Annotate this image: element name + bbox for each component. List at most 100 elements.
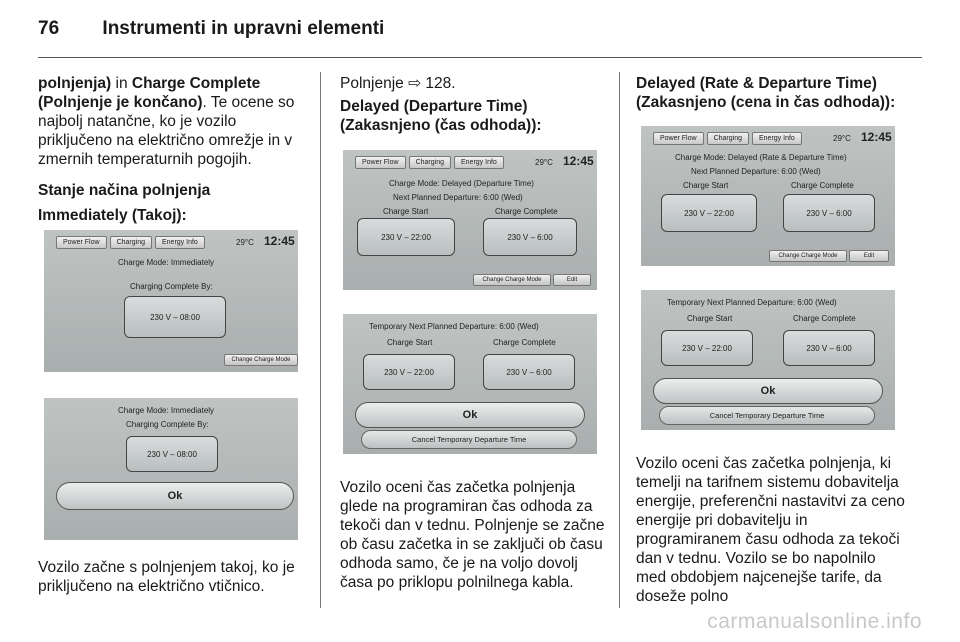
column-separator-1 xyxy=(320,72,321,608)
charge-start-label: Charge Start xyxy=(383,207,429,216)
column-3-body: Vozilo oceni čas začetka polnjenja, ki t… xyxy=(636,454,906,606)
charge-complete-box[interactable]: 230 V – 6:00 xyxy=(483,218,577,256)
heading-delayed-departure: Delayed (Departure Time) (Zakasnjeno (ča… xyxy=(340,98,542,134)
temperature: 29°C xyxy=(535,158,553,167)
screen-immediately-popup: Charge Mode: Immediately Charging Comple… xyxy=(44,398,298,540)
column-1-body: Vozilo začne s polnjenjem takoj, ko je p… xyxy=(38,558,308,596)
screen-tabs: Power Flow Charging Energy Info xyxy=(56,236,205,249)
charge-mode-text: Charge Mode: Delayed (Departure Time) xyxy=(389,179,534,188)
next-departure-text: Next Planned Departure: 6:00 (Wed) xyxy=(691,167,821,176)
edit-button[interactable]: Edit xyxy=(553,274,591,286)
page-title: Instrumenti in upravni elementi xyxy=(102,18,385,39)
temporary-departure-text: Temporary Next Planned Departure: 6:00 (… xyxy=(369,322,539,331)
cancel-label: Cancel Temporary Departure Time xyxy=(709,411,825,420)
charge-complete-box[interactable]: 230 V – 6:00 xyxy=(483,354,575,390)
complete-by-label: Charging Complete By: xyxy=(130,282,213,291)
next-departure-text: Next Planned Departure: 6:00 (Wed) xyxy=(393,193,523,202)
screen-tabs: Power Flow Charging Energy Info xyxy=(653,132,802,145)
clock: 12:45 xyxy=(861,130,892,144)
temperature: 29°C xyxy=(833,134,851,143)
charge-start-value: 230 V – 22:00 xyxy=(384,367,434,377)
charge-complete-label: Charge Complete xyxy=(495,207,558,216)
screen-delayed-departure: Power Flow Charging Energy Info 29°C 12:… xyxy=(343,150,597,290)
ok-label: Ok xyxy=(760,385,776,397)
change-charge-mode-button[interactable]: Change Charge Mode xyxy=(473,274,551,286)
charge-complete-label: Charge Complete xyxy=(791,181,854,190)
ok-label: Ok xyxy=(167,490,183,502)
change-charge-mode-button[interactable]: Change Charge Mode xyxy=(769,250,847,262)
charge-start-value: 230 V – 22:00 xyxy=(682,343,732,353)
screen-tabs: Power Flow Charging Energy Info xyxy=(355,156,504,169)
complete-time-box[interactable]: 230 V – 08:00 xyxy=(126,436,218,472)
tab-charging[interactable]: Charging xyxy=(109,236,152,249)
tab-energy-info[interactable]: Energy Info xyxy=(155,236,205,249)
complete-by-label: Charging Complete By: xyxy=(126,420,209,429)
charge-start-label: Charge Start xyxy=(687,314,733,323)
heading-delayed-rate-departure: Delayed (Rate & Departure Time) (Zakasnj… xyxy=(636,75,896,111)
charge-complete-label: Charge Complete xyxy=(493,338,556,347)
screen-temporary-departure: Temporary Next Planned Departure: 6:00 (… xyxy=(343,314,597,454)
charge-complete-value: 230 V – 6:00 xyxy=(806,208,852,218)
complete-time-value: 230 V – 08:00 xyxy=(147,449,197,459)
cancel-temporary-departure-button[interactable]: Cancel Temporary Departure Time xyxy=(659,406,875,425)
tab-power-flow[interactable]: Power Flow xyxy=(653,132,704,145)
temperature: 29°C xyxy=(236,238,254,247)
clock: 12:45 xyxy=(563,154,594,168)
cancel-label: Cancel Temporary Departure Time xyxy=(411,435,527,444)
tab-charging[interactable]: Charging xyxy=(408,156,451,169)
complete-time-box[interactable]: 230 V – 08:00 xyxy=(124,296,226,338)
charge-complete-value: 230 V – 6:00 xyxy=(806,343,852,353)
charge-start-box[interactable]: 230 V – 22:00 xyxy=(357,218,455,256)
charge-start-box[interactable]: 230 V – 22:00 xyxy=(363,354,455,390)
heading-immediately: Immediately (Takoj): xyxy=(38,207,187,224)
charge-mode-text: Charge Mode: Immediately xyxy=(118,258,215,267)
tab-energy-info[interactable]: Energy Info xyxy=(752,132,802,145)
clock: 12:45 xyxy=(264,234,295,248)
charge-complete-box[interactable]: 230 V – 6:00 xyxy=(783,194,875,232)
intro-bold-1: polnjenja) xyxy=(38,75,112,92)
change-charge-mode-button[interactable]: Change Charge Mode xyxy=(224,354,298,366)
reference-text: Polnjenje ⇨ 128. xyxy=(340,75,456,92)
charge-start-value: 230 V – 22:00 xyxy=(684,208,734,218)
column-2-body: Vozilo oceni čas začetka polnjenja glede… xyxy=(340,478,608,592)
complete-time-value: 230 V – 08:00 xyxy=(150,312,200,322)
ok-button[interactable]: Ok xyxy=(653,378,883,404)
page-number: 76 xyxy=(38,18,60,39)
ok-button[interactable]: Ok xyxy=(355,402,585,428)
temporary-departure-text: Temporary Next Planned Departure: 6:00 (… xyxy=(667,298,837,307)
charge-start-box[interactable]: 230 V – 22:00 xyxy=(661,330,753,366)
intro-in: in xyxy=(111,75,132,92)
page-header: 76 Instrumenti in upravni elementi xyxy=(38,18,384,40)
cancel-temporary-departure-button[interactable]: Cancel Temporary Departure Time xyxy=(361,430,577,449)
intro-paragraph: polnjenja) in Charge Complete (Polnjenje… xyxy=(38,74,304,169)
charge-start-box[interactable]: 230 V – 22:00 xyxy=(661,194,757,232)
heading-charge-mode: Stanje načina polnjenja xyxy=(38,182,211,199)
tab-energy-info[interactable]: Energy Info xyxy=(454,156,504,169)
column-3: Delayed (Rate & Departure Time) (Zakasnj… xyxy=(636,74,926,112)
column-1: polnjenja) in Charge Complete (Polnjenje… xyxy=(38,74,304,225)
charge-mode-text: Charge Mode: Delayed (Rate & Departure T… xyxy=(675,153,847,162)
screen-immediately: Power Flow Charging Energy Info 29°C 12:… xyxy=(44,230,298,372)
tab-power-flow[interactable]: Power Flow xyxy=(56,236,107,249)
ok-button[interactable]: Ok xyxy=(56,482,294,510)
charge-start-value: 230 V – 22:00 xyxy=(381,232,431,242)
header-rule xyxy=(38,57,922,58)
column-2: Polnjenje ⇨ 128. Delayed (Departure Time… xyxy=(340,74,604,135)
charge-complete-label: Charge Complete xyxy=(793,314,856,323)
tab-power-flow[interactable]: Power Flow xyxy=(355,156,406,169)
ok-label: Ok xyxy=(462,409,478,421)
screen-delayed-rate: Power Flow Charging Energy Info 29°C 12:… xyxy=(641,126,895,266)
charge-complete-value: 230 V – 6:00 xyxy=(506,367,552,377)
delayed-departure-body: Vozilo oceni čas začetka polnjenja glede… xyxy=(340,479,605,591)
watermark: carmanualsonline.info xyxy=(707,610,922,633)
charge-start-label: Charge Start xyxy=(683,181,729,190)
tab-charging[interactable]: Charging xyxy=(706,132,749,145)
intro-rest: . Te ocene so najbolj natančne, ko je vo… xyxy=(38,94,295,168)
delayed-rate-body: Vozilo oceni čas začetka polnjenja, ki t… xyxy=(636,455,905,605)
edit-button[interactable]: Edit xyxy=(849,250,889,262)
charge-complete-value: 230 V – 6:00 xyxy=(507,232,553,242)
charge-complete-box[interactable]: 230 V – 6:00 xyxy=(783,330,875,366)
charge-start-label: Charge Start xyxy=(387,338,433,347)
column-separator-2 xyxy=(619,72,620,608)
intro-bold-2: Charge Complete (Polnjenje je končano) xyxy=(38,75,261,111)
